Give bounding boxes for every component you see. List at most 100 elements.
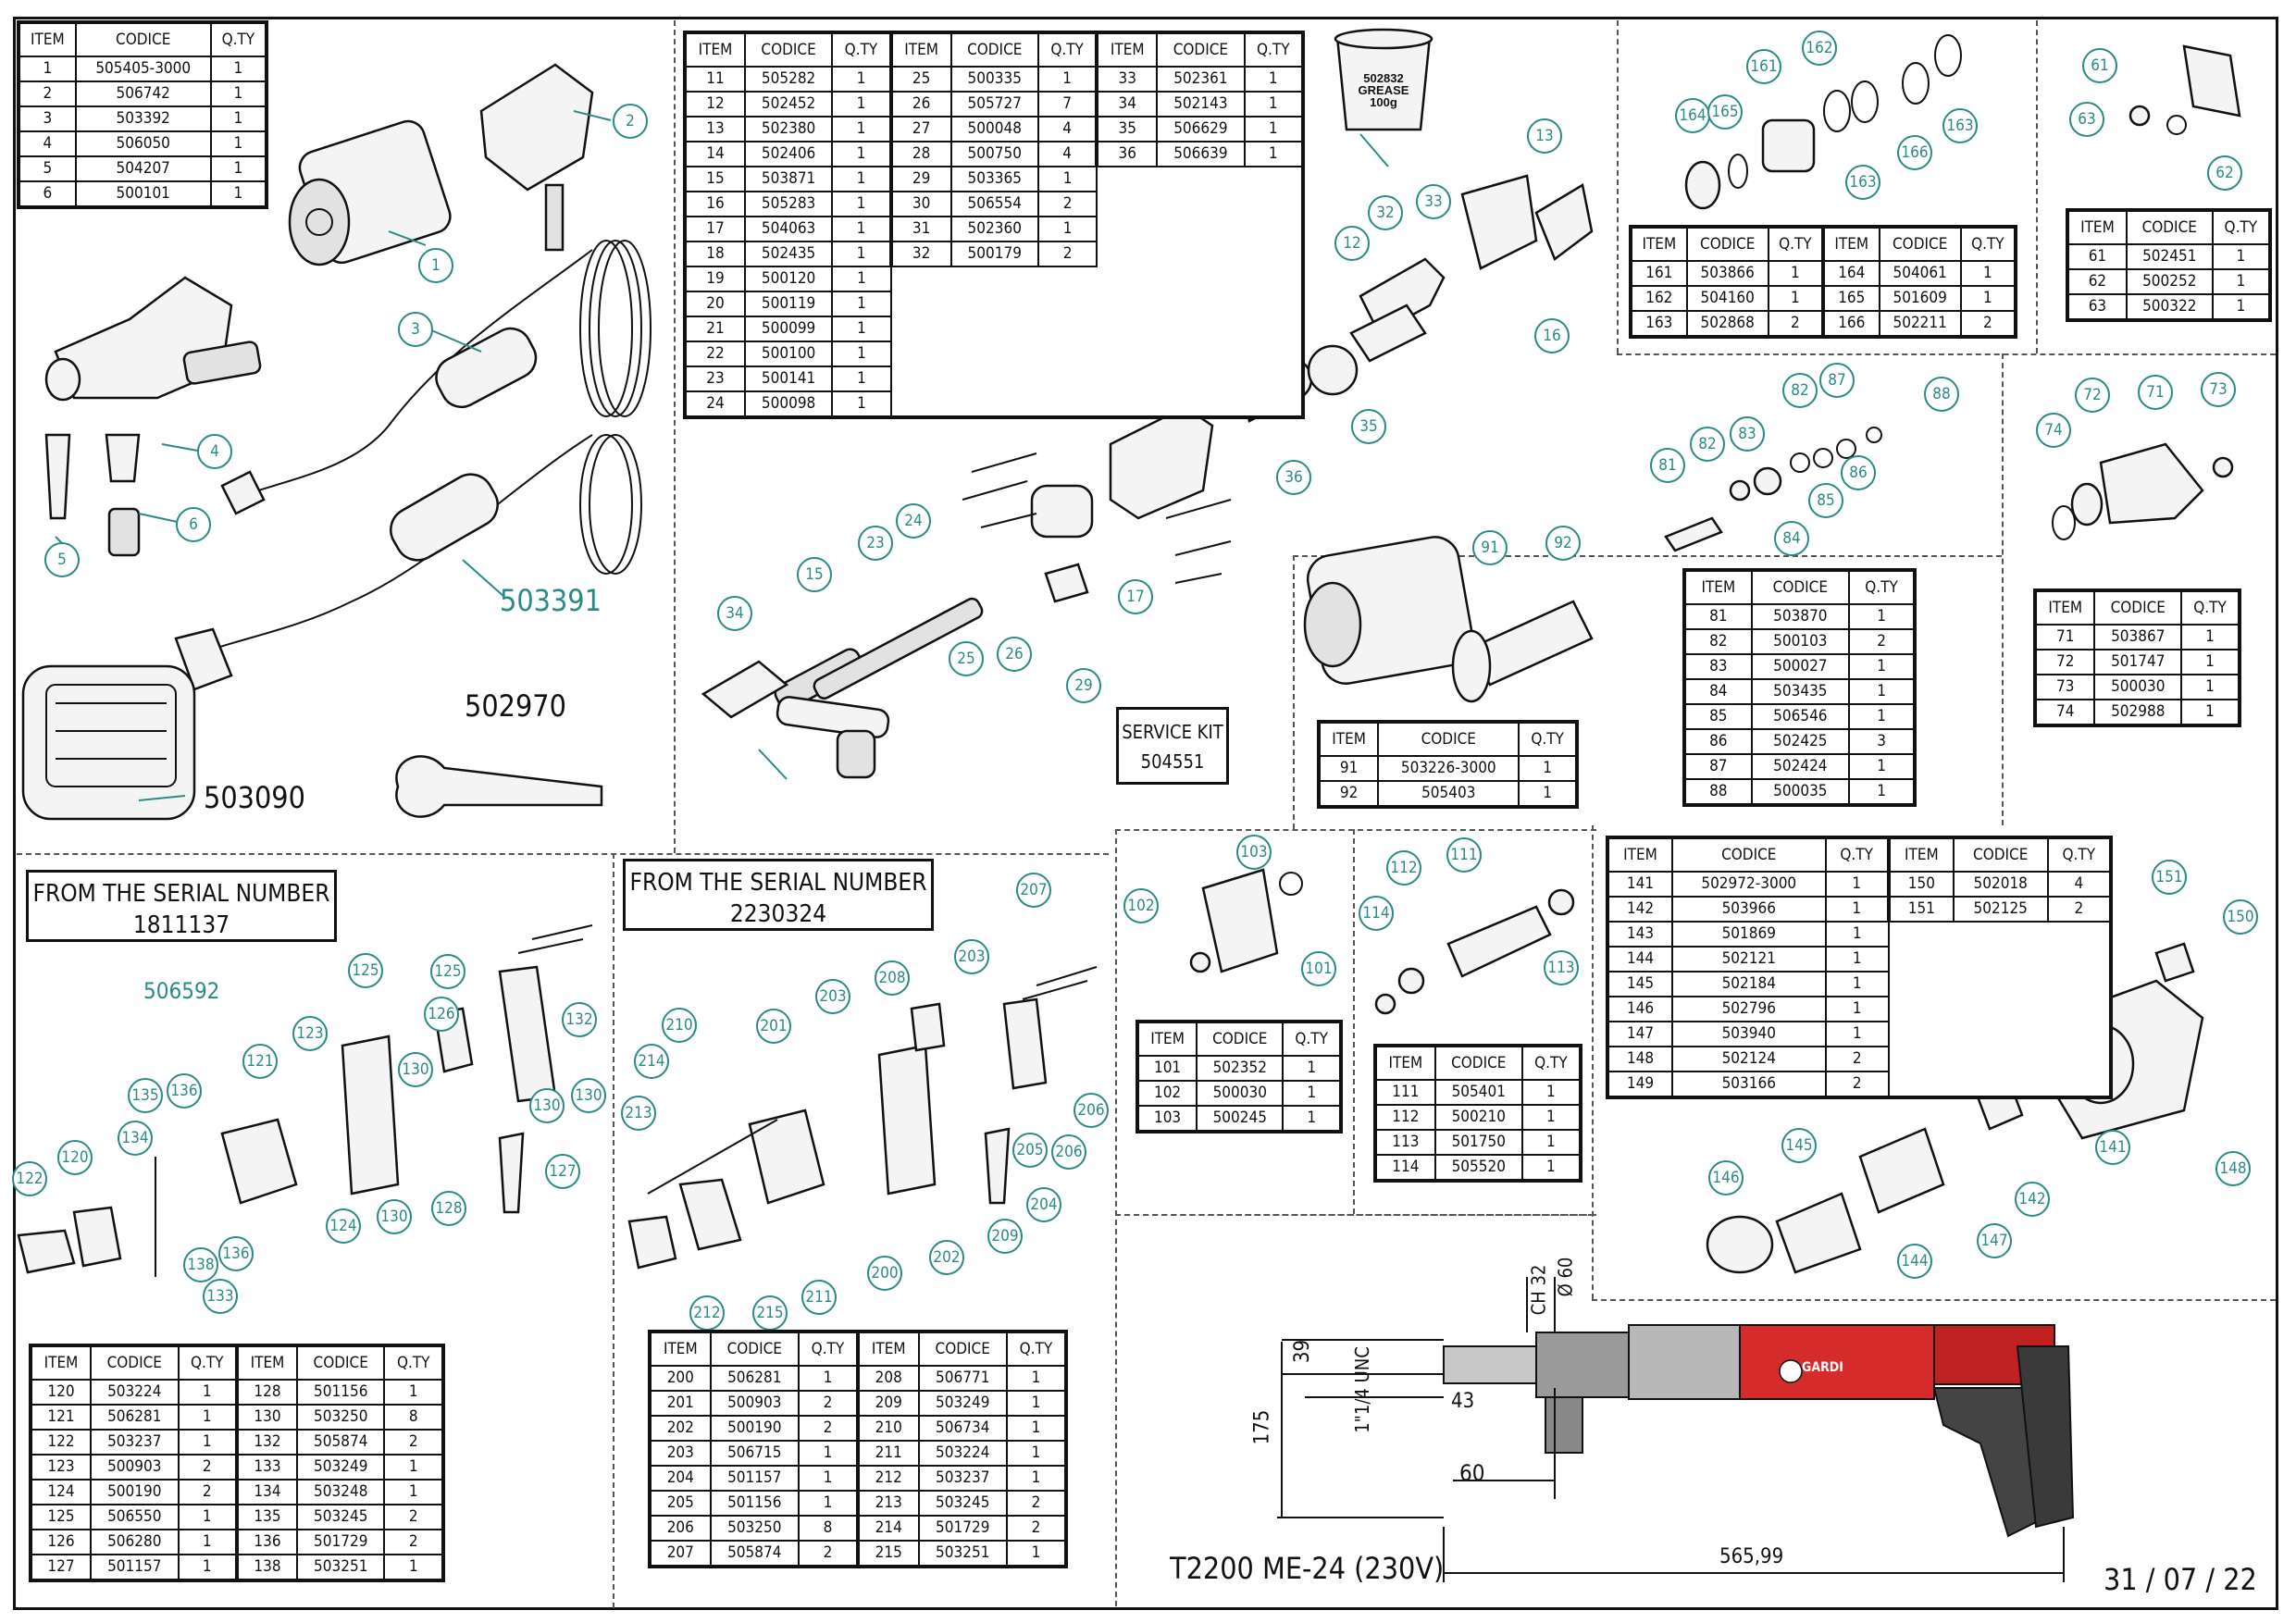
cell-code: 500141 (743, 365, 834, 392)
callout-205: 205 (1012, 1133, 1048, 1168)
cell-code: 505403 (1377, 780, 1520, 808)
cell-item: 143 (1607, 921, 1673, 948)
cell-item: 92 (1317, 780, 1380, 808)
empty-cell (891, 316, 1098, 341)
cell-code: 500179 (949, 241, 1039, 267)
cell-qty: 2 (177, 1479, 238, 1505)
cell-code: 502435 (743, 241, 834, 267)
cell-code: 501750 (1433, 1129, 1523, 1156)
cell-qty: 7 (1036, 91, 1098, 118)
callout-84: 84 (1774, 521, 1809, 556)
callout-102: 102 (1123, 888, 1159, 923)
cell-code: 503249 (917, 1390, 1008, 1417)
cell-code: 500903 (709, 1390, 800, 1417)
callout-2: 2 (613, 104, 648, 139)
cell-code: 503870 (1750, 603, 1851, 630)
callout-71: 71 (2138, 375, 2173, 410)
cell-qty: 2 (383, 1529, 444, 1555)
cell-item: 17 (684, 216, 746, 242)
cell-item: 25 (888, 66, 952, 93)
cell-item: 30 (888, 191, 952, 217)
cell-qty: 1 (1767, 260, 1824, 287)
cell-qty: 1 (1282, 1080, 1342, 1107)
cell-qty: 1 (1848, 603, 1916, 630)
callout-92: 92 (1545, 526, 1581, 561)
cell-qty: 1 (797, 1440, 859, 1467)
cell-item: 73 (2033, 674, 2096, 700)
cell-item: 122 (29, 1429, 93, 1456)
cell-item: 148 (1607, 1046, 1673, 1072)
cell-code: 502143 (1156, 91, 1246, 118)
serial-note-1-value: 1811137 (132, 911, 230, 939)
empty-cell (1889, 997, 2111, 1022)
callout-85: 85 (1808, 483, 1843, 518)
cell-code: 505401 (1433, 1079, 1523, 1106)
cell-item: 112 (1374, 1104, 1436, 1131)
cell-qty: 1 (209, 81, 268, 107)
header-qty: Q.TY (1282, 1021, 1342, 1057)
callout-112: 112 (1386, 850, 1421, 886)
cable-part-number: 503391 (500, 583, 602, 618)
header-code: CODICE (90, 1344, 180, 1381)
cell-item: 71 (2033, 624, 2096, 650)
cell-item: 147 (1607, 1021, 1673, 1047)
cell-item: 16 (684, 191, 746, 217)
cell-item: 123 (29, 1454, 93, 1481)
cell-item: 63 (2066, 293, 2128, 321)
cell-qty: 1 (1036, 166, 1098, 192)
cell-code: 506715 (709, 1440, 800, 1467)
cell-code: 503392 (74, 105, 212, 132)
cell-item: 103 (1136, 1105, 1198, 1133)
cell-item: 125 (29, 1504, 93, 1530)
spanner-part (395, 755, 603, 818)
cell-code: 503866 (1685, 260, 1769, 287)
header-code: CODICE (1156, 31, 1246, 68)
cell-item: 36 (1095, 141, 1159, 167)
header-code: CODICE (949, 31, 1039, 68)
cell-qty: 1 (1824, 946, 1890, 973)
cell-qty: 1 (177, 1529, 238, 1555)
callout-88: 88 (1924, 377, 1959, 412)
brand-logo: GARDI (1802, 1360, 1843, 1375)
cell-item: 121 (29, 1404, 93, 1431)
serial-note-2: FROM THE SERIAL NUMBER 2230324 (623, 859, 934, 931)
cell-code: 503365 (949, 166, 1039, 192)
header-item: ITEM (1317, 721, 1380, 757)
header-item: ITEM (29, 1344, 93, 1381)
cell-qty: 2 (2046, 896, 2113, 923)
cell-code: 502406 (743, 141, 834, 167)
cell-code: 502018 (1952, 871, 2049, 898)
cell-code: 506742 (74, 81, 212, 107)
header-item: ITEM (649, 1331, 712, 1367)
cell-qty: 1 (1520, 1079, 1582, 1106)
cell-qty: 1 (177, 1554, 238, 1581)
header-qty: Q.TY (177, 1344, 238, 1381)
callout-142: 142 (2015, 1182, 2050, 1217)
callout-125b: 125 (430, 954, 465, 989)
callout-32: 32 (1368, 195, 1403, 230)
divider (1115, 1214, 1594, 1216)
header-item: ITEM (18, 21, 77, 57)
header-code: CODICE (1952, 836, 2049, 873)
header-qty: Q.TY (1767, 226, 1824, 262)
power-cable-part (174, 240, 652, 691)
cell-item: 81 (1683, 603, 1753, 630)
cell-item: 91 (1317, 755, 1380, 782)
divider (1592, 1299, 2276, 1301)
header-code: CODICE (74, 21, 212, 57)
cell-qty: 2 (1767, 310, 1824, 338)
callout-204: 204 (1026, 1187, 1061, 1222)
